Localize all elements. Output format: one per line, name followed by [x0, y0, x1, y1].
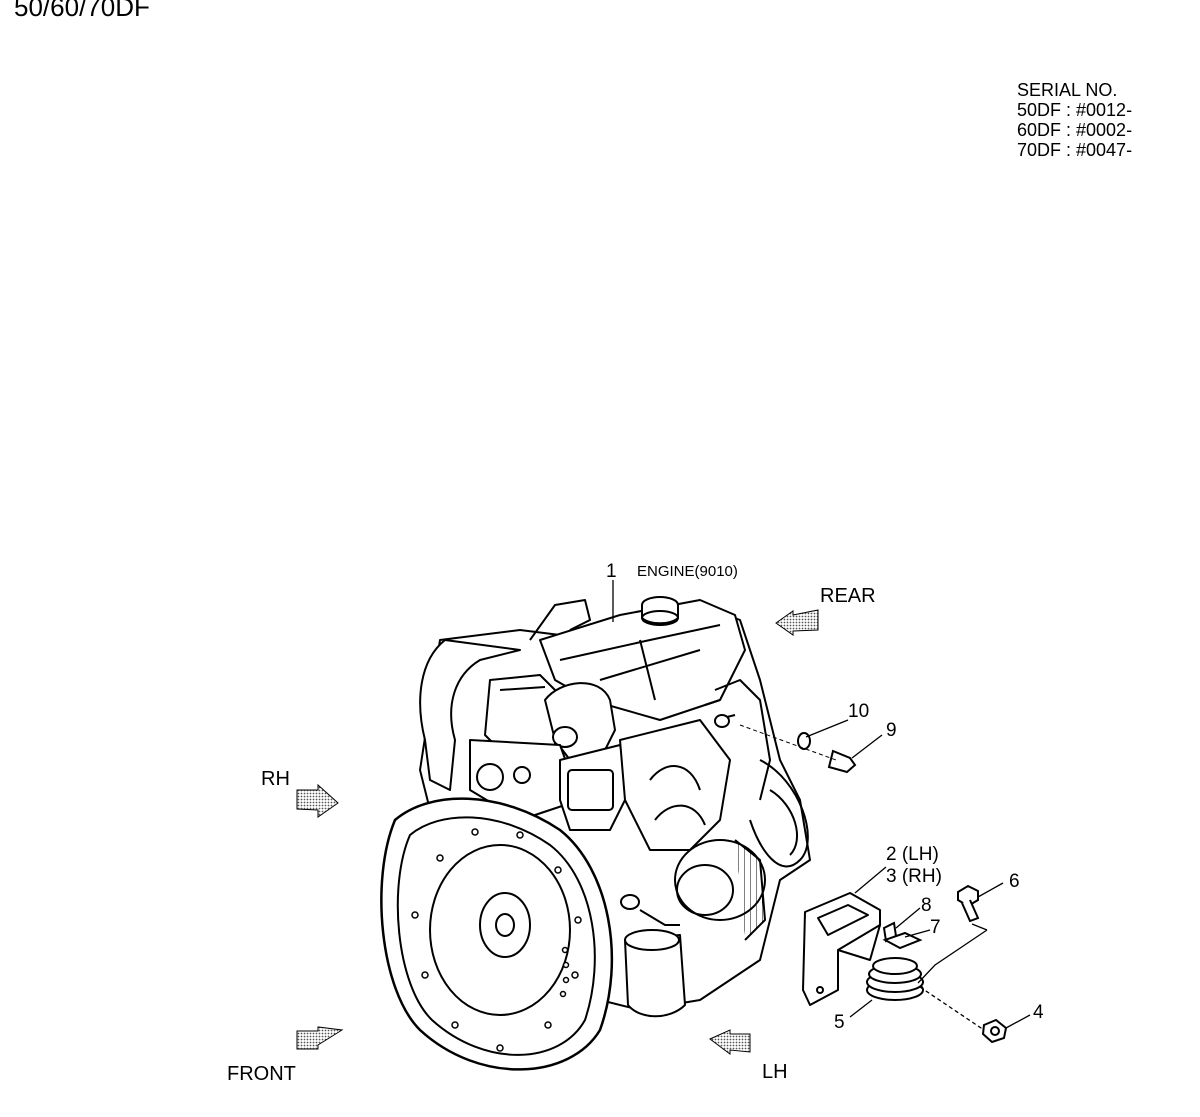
callout-10: 10 [848, 701, 870, 722]
serial-line-70df: 70DF : #0047- [1017, 140, 1133, 160]
direction-label-lh: LH [762, 1061, 788, 1083]
leader-lines [612, 580, 1031, 1031]
serial-heading: SERIAL NO. [1017, 80, 1118, 100]
callout-1: 1 [606, 561, 617, 582]
serial-line-60df: 60DF : #0002- [1017, 120, 1133, 140]
part-6-bolt [957, 884, 980, 923]
serial-number-block: SERIAL NO. 50DF : #0012- 60DF : #0002- 7… [1017, 80, 1132, 160]
engine-assembly [380, 596, 811, 1071]
callout-8: 8 [921, 895, 932, 916]
part-7-washer [882, 931, 923, 950]
part-2-3-engine-mount-bracket [802, 892, 881, 1006]
callout-3-rh: 3 (RH) [886, 866, 942, 887]
arrow-front-icon [296, 1026, 344, 1050]
arrow-rh-icon [296, 783, 339, 818]
page-title: 50/60/70DF [14, 0, 150, 22]
part-4-bolt [981, 1018, 1008, 1044]
direction-label-front: FRONT [227, 1063, 296, 1085]
callout-2-lh: 2 (LH) [886, 844, 939, 865]
callout-9: 9 [886, 720, 897, 741]
callout-7: 7 [930, 917, 941, 938]
direction-label-rh: RH [261, 768, 290, 790]
callout-5: 5 [834, 1012, 845, 1033]
part-5-rubber-mount [866, 957, 924, 1001]
direction-label-rear: REAR [820, 585, 876, 607]
arrow-rear-icon [775, 609, 819, 636]
callout-engine-label: ENGINE(9010) [637, 563, 738, 580]
callout-4: 4 [1033, 1002, 1044, 1023]
arrow-lh-icon [709, 1029, 751, 1055]
callout-6: 6 [1009, 871, 1020, 892]
part-9-plug [827, 749, 857, 774]
serial-line-50df: 50DF : #0012- [1017, 100, 1133, 120]
